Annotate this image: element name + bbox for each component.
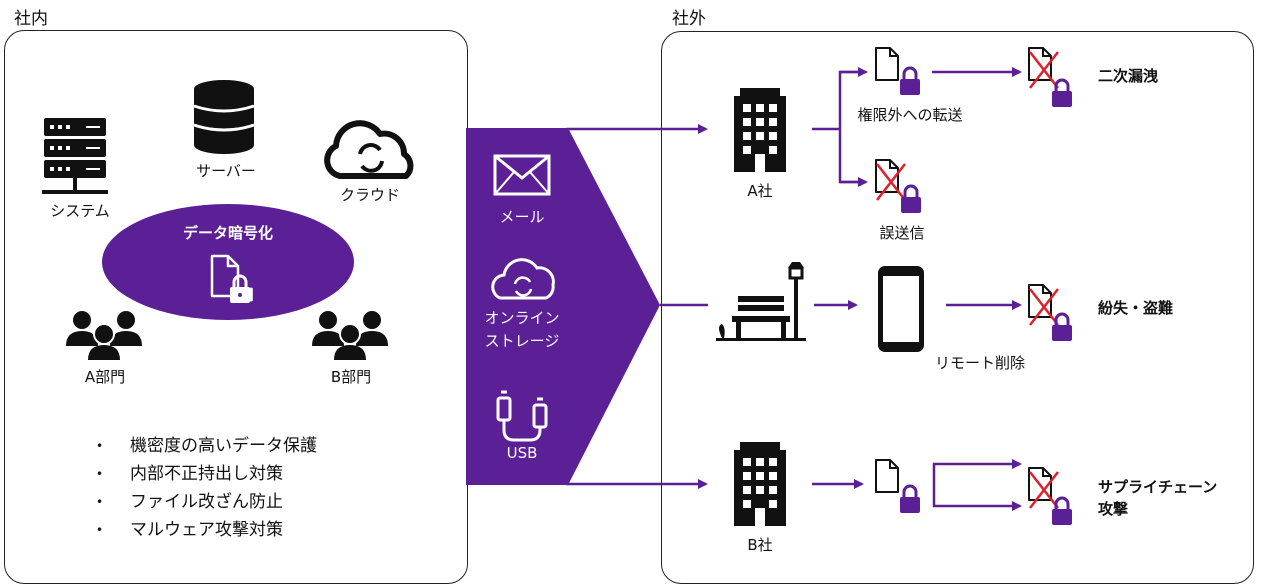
feature-item: •マルウェア攻撃対策 xyxy=(96,520,283,540)
dept-a-label: A部門 xyxy=(84,368,126,386)
cloud-label: クラウド xyxy=(339,186,400,204)
inside-title: 社内 xyxy=(14,9,48,29)
server-label: サーバー xyxy=(196,162,256,180)
company-a-label: A社 xyxy=(747,182,773,200)
feature-item: •機密度の高いデータ保護 xyxy=(96,436,317,456)
database-server-icon xyxy=(193,80,255,154)
feature-text: 内部不正持出し対策 xyxy=(130,464,283,484)
channel-band xyxy=(466,128,660,485)
storage-label-line1: オンライン xyxy=(484,309,560,327)
usb-label: USB xyxy=(506,444,538,462)
remote-delete-label: リモート削除 xyxy=(934,354,1025,372)
supply-chain-label-line1: サプライチェーン xyxy=(1098,478,1218,496)
feature-item: •ファイル改ざん防止 xyxy=(96,492,283,512)
smartphone-icon xyxy=(878,266,924,352)
feature-text: ファイル改ざん防止 xyxy=(130,492,283,512)
secondary-leak-label: 二次漏洩 xyxy=(1098,67,1159,85)
dept-b-people-icon xyxy=(312,311,388,360)
storage-cloud-icon xyxy=(491,258,555,300)
feature-text: 機密度の高いデータ保護 xyxy=(130,436,317,456)
feature-item: •内部不正持出し対策 xyxy=(96,464,283,484)
outside-title: 社外 xyxy=(672,9,706,29)
forward-label: 権限外への転送 xyxy=(857,106,963,124)
company-b-label: B社 xyxy=(747,536,773,554)
mail-icon xyxy=(493,154,551,196)
dept-a-people-icon xyxy=(66,311,142,360)
storage-label-line2: ストレージ xyxy=(484,332,560,350)
cloud-sync-icon xyxy=(324,120,414,179)
feature-text: マルウェア攻撃対策 xyxy=(130,520,283,540)
supply-chain-label-line2: 攻撃 xyxy=(1098,500,1129,518)
supply-chain-bracket xyxy=(932,459,1022,508)
mail-label: メール xyxy=(499,208,545,226)
dept-b-label: B部門 xyxy=(330,368,372,386)
system-rack-icon xyxy=(42,118,108,194)
park-bench-icon xyxy=(716,262,806,341)
encryption-label: データ暗号化 xyxy=(182,224,273,242)
usb-icon xyxy=(496,390,548,442)
system-label: システム xyxy=(50,202,110,220)
feature-list: •機密度の高いデータ保護 •内部不正持出し対策 •ファイル改ざん防止 •マルウェ… xyxy=(96,432,317,544)
misdelivery-label: 誤送信 xyxy=(879,224,925,242)
lost-stolen-label: 紛失・盗難 xyxy=(1098,299,1174,317)
